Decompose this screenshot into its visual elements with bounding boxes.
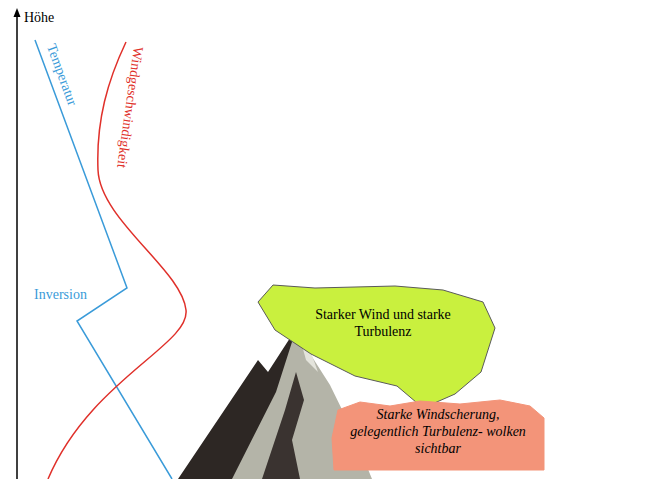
zone-shape <box>258 285 495 408</box>
height-axis <box>16 14 18 479</box>
zone-text: Starker Wind und starke Turbulenz <box>303 306 463 340</box>
zone-shape <box>332 400 544 470</box>
turbulence-zone: Starker Wind und starke Turbulenz <box>255 280 499 414</box>
axis-arrow <box>14 8 21 17</box>
mountain-shadow <box>262 372 304 479</box>
inversion-label: Inversion <box>34 287 87 303</box>
curve-label: Windgeschwindigkeit <box>113 46 146 169</box>
zone-text: Starke Windscherung, gelegentlich Turbul… <box>342 406 534 457</box>
wind-shear-zone: Starke Windscherung, gelegentlich Turbul… <box>330 398 546 472</box>
zone-outline <box>255 280 499 414</box>
axis-label: Höhe <box>24 10 54 26</box>
wind-speed-curve <box>48 42 186 479</box>
